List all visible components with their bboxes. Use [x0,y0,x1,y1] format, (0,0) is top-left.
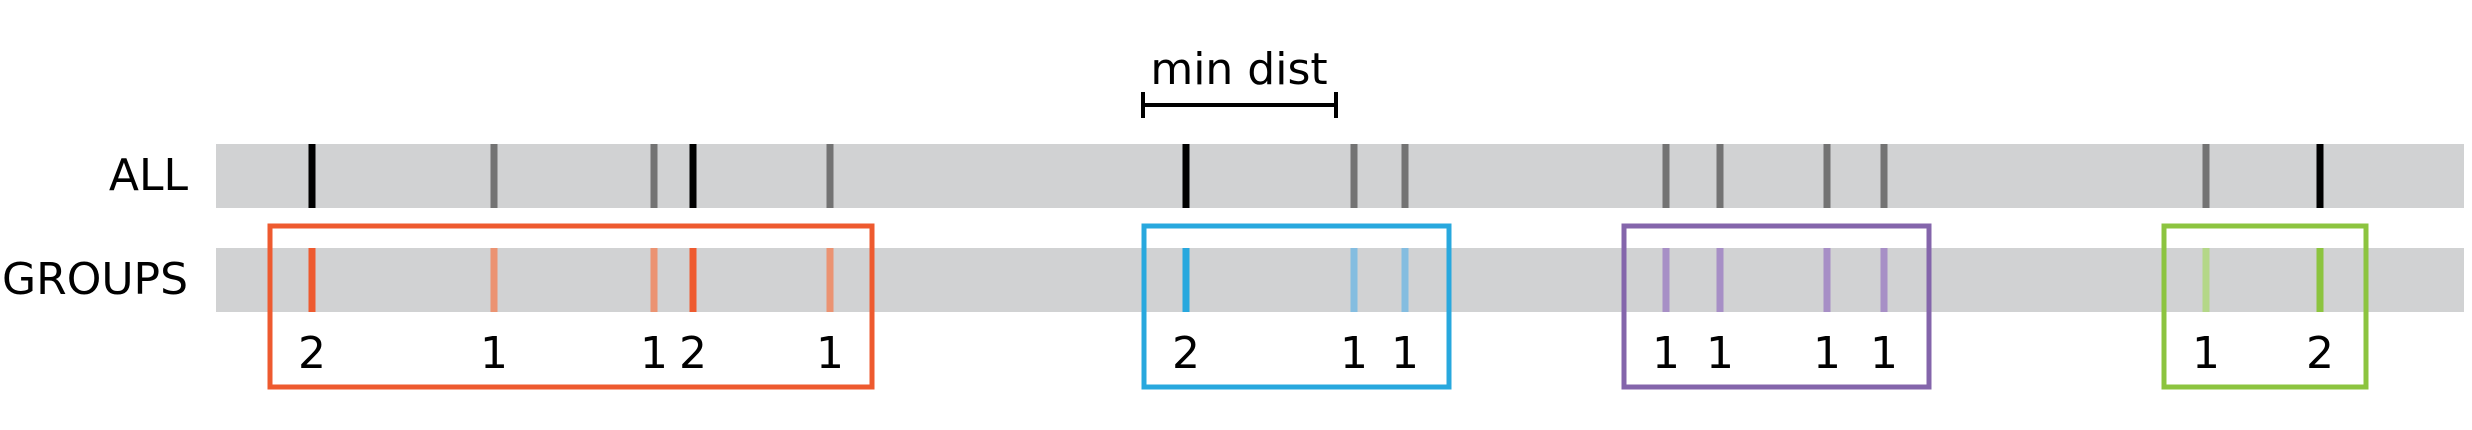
group-mark [308,248,316,312]
group-count: 1 [2192,328,2220,379]
group-count: 1 [640,328,668,379]
group-mark [2202,248,2210,312]
row-label-groups: GROUPS [2,254,188,305]
group-mark [826,248,834,312]
group-count: 1 [1813,328,1841,379]
group-count: 1 [480,328,508,379]
group-box-2 [1141,223,1452,390]
all-mark [2316,144,2324,208]
group-mark [689,248,697,312]
group-mark [1350,248,1358,312]
group-mark [1182,248,1190,312]
group-box-4 [2161,223,2369,390]
all-mark [689,144,697,208]
min-dist-annotation: min dist [1141,44,1338,118]
all-mark [2202,144,2210,208]
group-count: 2 [1172,328,1200,379]
track-groups [216,248,2464,312]
all-mark [490,144,498,208]
all-mark [308,144,316,208]
all-mark [1350,144,1358,208]
group-count: 1 [1652,328,1680,379]
group-count: 1 [816,328,844,379]
group-mark [1401,248,1409,312]
all-mark [1182,144,1190,208]
group-box-3 [1621,223,1932,390]
all-mark [1823,144,1831,208]
group-boxes [267,223,2369,390]
group-count: 2 [679,328,707,379]
group-count: 1 [1870,328,1898,379]
group-count: 1 [1706,328,1734,379]
group-count: 1 [1391,328,1419,379]
groups-row-marks [308,248,2324,312]
group-mark [490,248,498,312]
group-mark [1880,248,1888,312]
group-mark [1716,248,1724,312]
group-mark [1662,248,1670,312]
all-mark [1716,144,1724,208]
group-mark [1823,248,1831,312]
group-count: 2 [298,328,326,379]
all-row-marks [308,144,2324,208]
row-label-all: ALL [109,150,189,201]
group-box-1 [267,223,875,390]
track-all [216,144,2464,208]
group-mark [2316,248,2324,312]
all-mark [826,144,834,208]
all-mark [1401,144,1409,208]
min-dist-label: min dist [1150,44,1327,95]
all-mark [1880,144,1888,208]
all-mark [650,144,658,208]
group-mark [650,248,658,312]
group-count: 2 [2306,328,2334,379]
all-mark [1662,144,1670,208]
group-count: 1 [1340,328,1368,379]
